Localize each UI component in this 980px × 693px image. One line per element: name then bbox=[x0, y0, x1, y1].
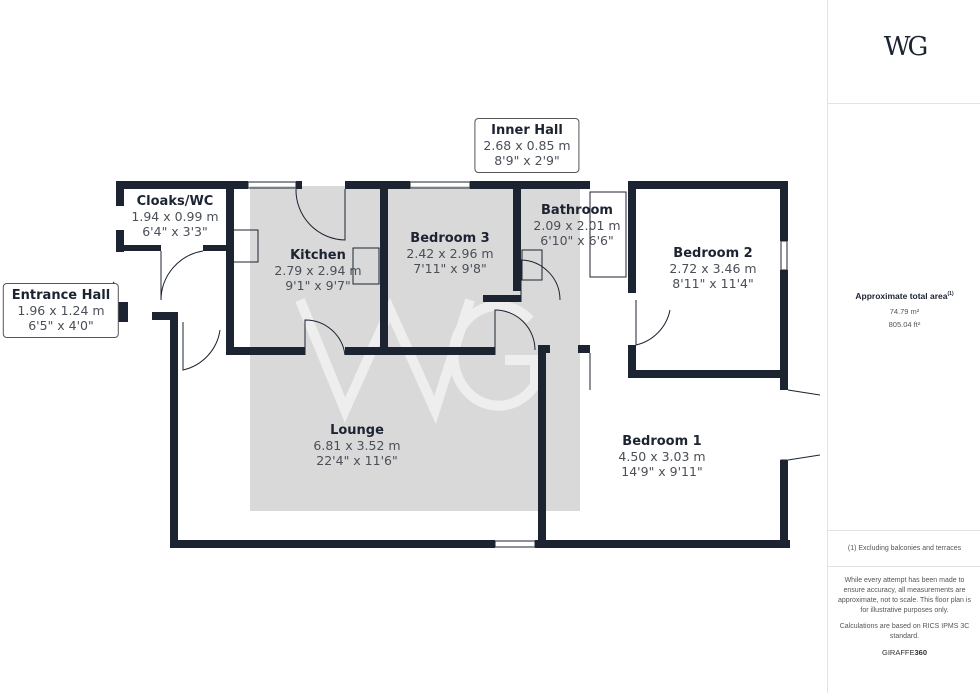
area-ft2: 805.04 ft² bbox=[888, 320, 921, 329]
info-panel: WG Approximate total area(1) 74.79 m² 80… bbox=[827, 0, 980, 693]
disclaimer-section: While every attempt has been made to ens… bbox=[828, 576, 980, 658]
area-m2: 74.79 m² bbox=[889, 307, 920, 316]
walls bbox=[116, 181, 790, 548]
brand-logo: WG bbox=[883, 32, 929, 62]
disclaimer: While every attempt has been made to ens… bbox=[838, 577, 971, 614]
floor-plan bbox=[100, 181, 821, 548]
windows-and-doors bbox=[160, 181, 821, 548]
area-title: Approximate total area(1) bbox=[855, 290, 954, 301]
giraffe360-logo: GIRAFFE360 bbox=[881, 648, 928, 657]
footnote: (1) Excluding balconies and terraces bbox=[847, 545, 962, 552]
watermark-logo bbox=[295, 297, 540, 424]
calculation-note: Calculations are based on RICS IPMS 3C s… bbox=[839, 623, 970, 640]
